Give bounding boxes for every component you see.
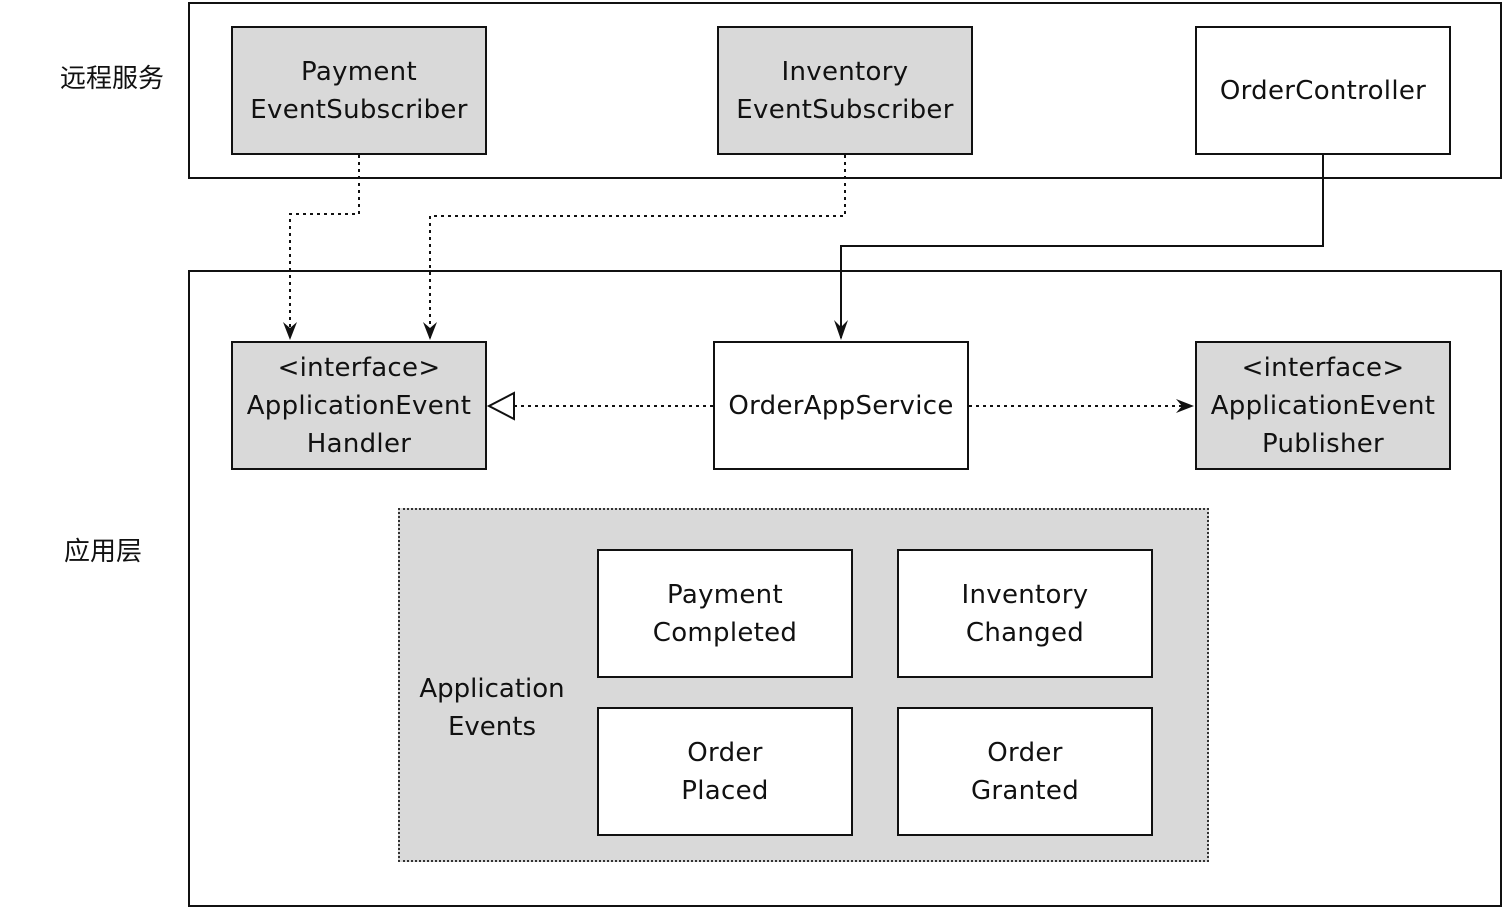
text-line: Order <box>987 737 1063 768</box>
text-line: EventSubscriber <box>250 94 468 125</box>
text-line: ApplicationEvent <box>1210 390 1436 421</box>
text-line: EventSubscriber <box>736 94 954 125</box>
payment-subscriber-arrowhead <box>283 322 297 340</box>
realization-triangle <box>486 391 515 421</box>
text-line: <interface> <box>277 352 441 383</box>
text-line: Granted <box>970 775 1080 806</box>
text-line: Inventory <box>781 56 909 87</box>
text-line: OrderController <box>1219 75 1427 106</box>
text-line: Publisher <box>1261 428 1385 459</box>
text-line: Placed <box>681 775 769 806</box>
text-line: Handler <box>306 428 412 459</box>
publisher-arrowhead <box>1176 399 1194 413</box>
text-line: Payment <box>667 579 783 610</box>
inventory-subscriber-arrowhead <box>423 322 437 340</box>
order-controller-box: OrderController <box>1195 26 1451 155</box>
text-line: Order <box>687 737 763 768</box>
application-layer-label: 应用层 <box>64 537 143 567</box>
text-line: Payment <box>301 56 417 87</box>
text-line: ApplicationEvent <box>246 390 472 421</box>
text-line: Completed <box>652 617 798 648</box>
text-line: <interface> <box>1241 352 1405 383</box>
application-layer-region <box>188 270 1502 907</box>
text-line: Changed <box>965 617 1085 648</box>
controller-to-app-service-connector <box>840 155 1324 338</box>
controller-arrowhead <box>834 320 848 340</box>
text-line: Inventory <box>961 579 1089 610</box>
order-app-service-box: OrderAppService <box>713 341 969 470</box>
payment-subscriber-to-handler-connector <box>289 155 360 338</box>
text-line: Application <box>419 674 565 704</box>
inventory-subscriber-to-handler-connector <box>429 155 846 338</box>
text-line: Events <box>447 712 537 742</box>
remote-services-label: 远程服务 <box>60 64 165 94</box>
text-line: OrderAppService <box>728 390 954 421</box>
